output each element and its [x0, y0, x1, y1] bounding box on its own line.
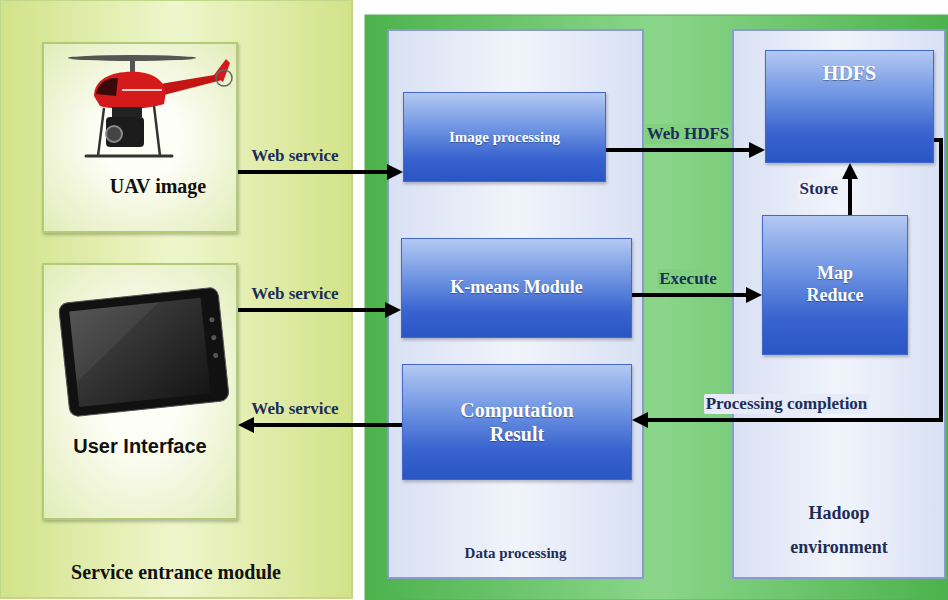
- panel-title: Data processing: [465, 544, 567, 562]
- process-box: Image processing: [403, 92, 606, 182]
- flow-arrow: [606, 142, 765, 158]
- helicopter-illustration: [44, 44, 240, 235]
- edge-label: Web service: [249, 399, 340, 419]
- box-label: Computation Result: [442, 398, 592, 446]
- tablet-illustration: [44, 265, 240, 522]
- arrow-head: [387, 164, 403, 180]
- flow-arrow: [842, 163, 858, 215]
- arrow-line: [606, 148, 753, 152]
- edge-label: Web HDFS: [645, 124, 732, 144]
- arrow-head: [749, 142, 765, 158]
- edge-label: Store: [798, 179, 840, 199]
- flow-arrow: [238, 302, 401, 318]
- arrow-line: [848, 175, 852, 215]
- arrow-head: [238, 417, 254, 433]
- box-label: Image processing: [449, 128, 560, 146]
- arrow-line: [238, 170, 391, 174]
- arrow-line: [250, 423, 402, 427]
- flow-arrow: [632, 287, 762, 303]
- arrow-line: [238, 308, 389, 312]
- panel-title: Service entrance module: [71, 560, 281, 584]
- panel-title: Hadoop environment: [774, 496, 904, 564]
- edge-label: Web service: [249, 284, 340, 304]
- flow-arrow: [238, 164, 403, 180]
- process-box: Map Reduce: [762, 215, 908, 355]
- edge-label: Execute: [657, 269, 719, 289]
- process-box: K-means Module: [401, 238, 632, 338]
- flow-arrow: [238, 417, 402, 433]
- process-box: Computation Result: [402, 364, 632, 480]
- processing-panel: Data processing Image processingK-means M…: [388, 30, 643, 578]
- panel-ground: [0, 0, 352, 598]
- box-label: K-means Module: [450, 277, 583, 299]
- box-label: Map Reduce: [795, 263, 875, 306]
- arrow-head: [385, 302, 401, 318]
- hadoop-panel: Hadoop environment HDFS Map Reduce: [733, 30, 945, 578]
- flow-arrow: [632, 140, 941, 428]
- box-label: UAV image: [110, 174, 206, 198]
- box-label: HDFS: [823, 61, 876, 85]
- arrow-head: [842, 163, 858, 179]
- arrow-line: [632, 293, 750, 297]
- platform-panel: [365, 15, 948, 600]
- edge-label: Processing completion: [704, 394, 870, 414]
- box-label: User Interface: [73, 434, 206, 458]
- user-interface-box: User Interface: [42, 263, 238, 520]
- arrow-line: [644, 140, 941, 420]
- panel-ground: [388, 30, 643, 578]
- edge-label: Web service: [249, 146, 340, 166]
- arrow-head: [632, 412, 648, 428]
- storage-box: HDFS: [765, 50, 934, 163]
- image-source-box: UAV image: [42, 42, 238, 233]
- panel-ground: [733, 30, 945, 578]
- arrow-head: [746, 287, 762, 303]
